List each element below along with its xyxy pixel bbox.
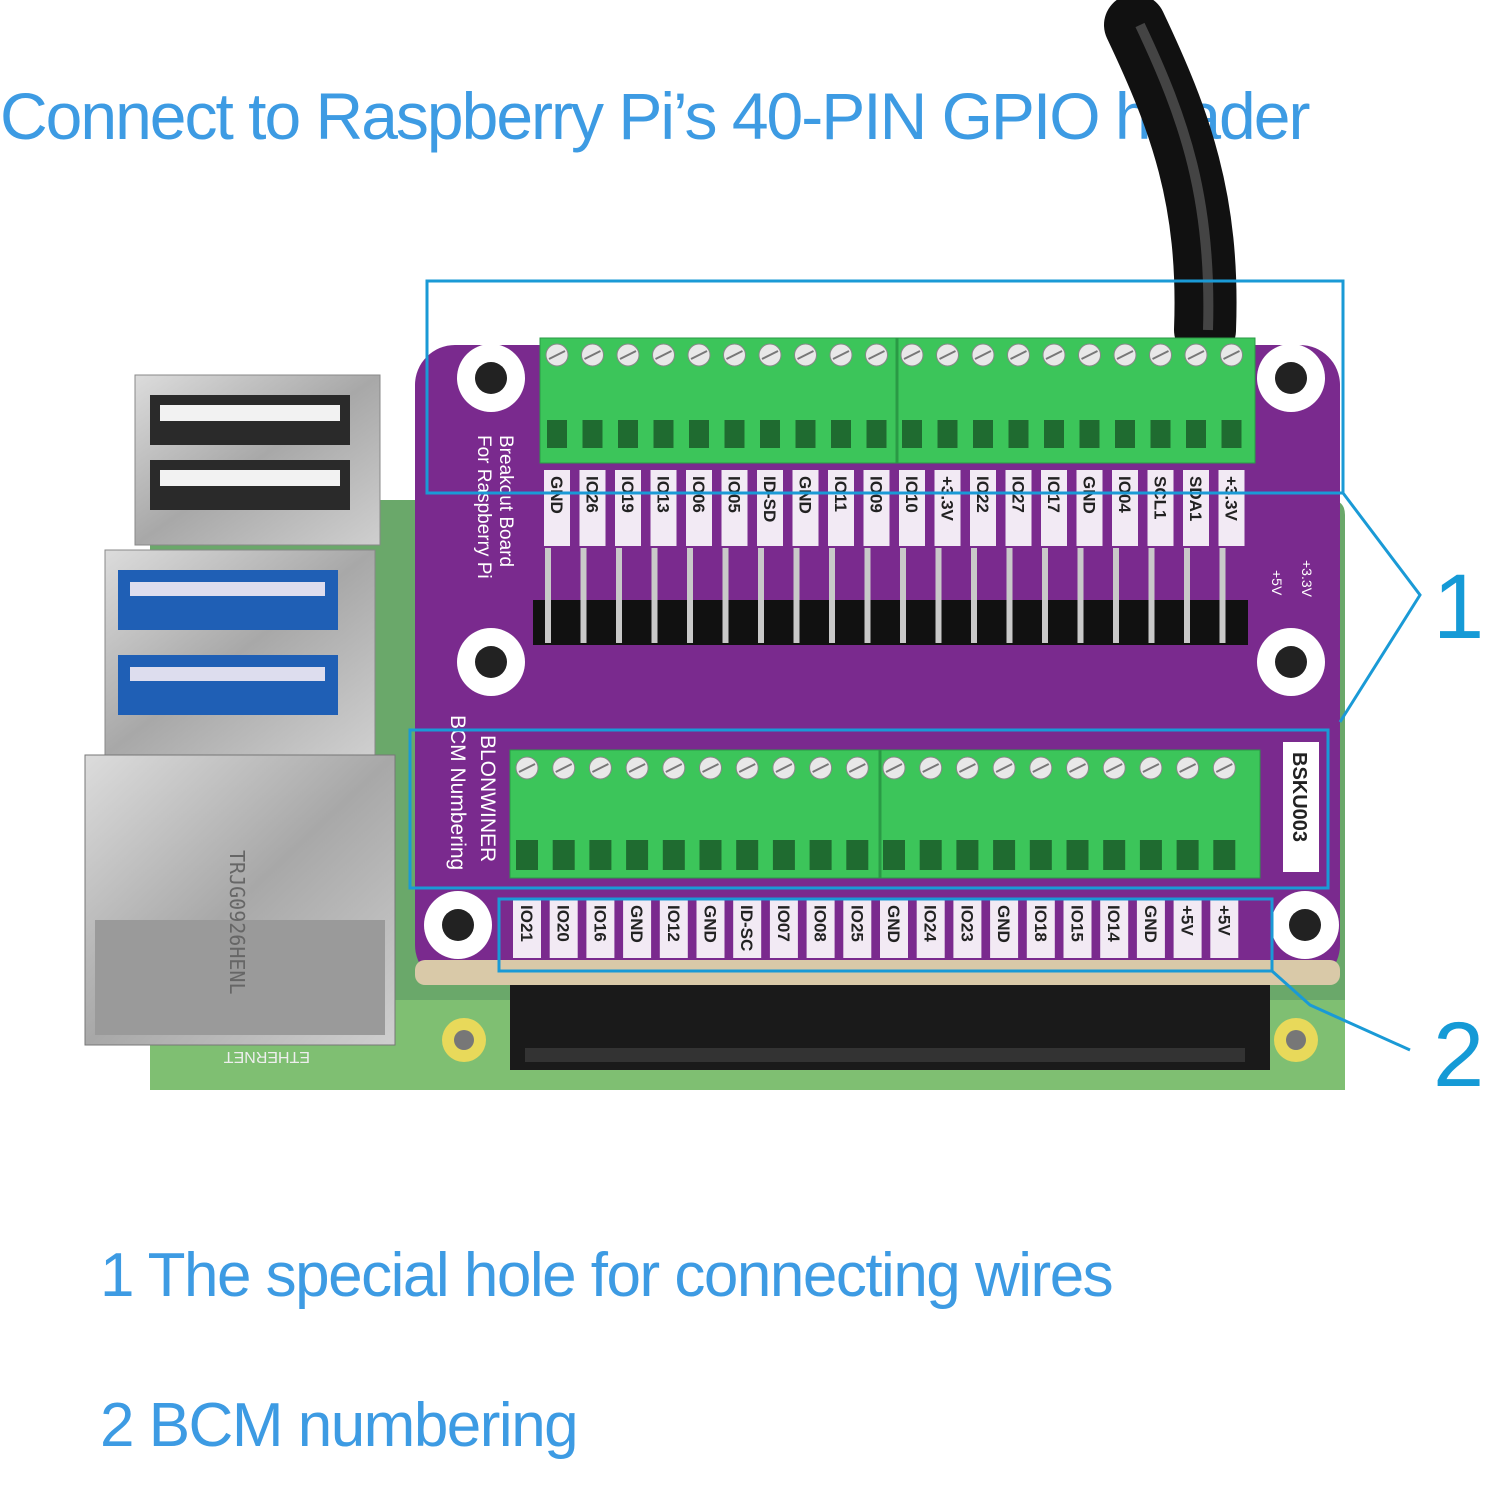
header-pin	[651, 548, 658, 643]
header-pin	[1113, 548, 1119, 643]
header-pin	[1219, 548, 1226, 643]
bottom-pin-label: GND	[627, 905, 646, 943]
header-pin	[864, 548, 871, 643]
callout-box-2	[408, 728, 1411, 1052]
header-pin	[829, 548, 835, 643]
callout-box-1	[425, 279, 1422, 723]
brand-label: BLONWINER	[476, 735, 499, 862]
numbering-label: BCM Numbering	[446, 715, 469, 870]
terminal-block-upper	[539, 337, 1256, 464]
header-pin	[1184, 548, 1190, 643]
header-pin	[1077, 548, 1084, 643]
usb-port-upper	[134, 374, 381, 546]
header-pin	[1148, 548, 1155, 643]
top-pin-label: IO04	[1115, 476, 1134, 513]
top-pin-label: SDA1	[1186, 476, 1205, 521]
header-pin	[900, 548, 906, 643]
bottom-pin-label: IO14	[1104, 905, 1123, 942]
bottom-pin-label: +5V	[1214, 905, 1233, 936]
top-pin-label: SCL1	[1151, 476, 1170, 519]
power-label-5v: +5V	[1269, 570, 1285, 596]
header-pin	[793, 548, 800, 643]
header-pin	[758, 548, 764, 643]
bottom-pin-label: IO23	[957, 905, 976, 942]
bottom-pin-label: IO16	[590, 905, 609, 942]
header-pin	[1006, 548, 1013, 643]
bottom-pin-label: IO07	[774, 905, 793, 942]
bottom-pin-label: IO08	[811, 905, 830, 942]
bottom-pin-label: GND	[994, 905, 1013, 943]
header-pin	[971, 548, 977, 643]
header-pin	[616, 548, 622, 643]
board-title-2: For Raspberry Pi	[473, 435, 494, 579]
callout-number-2: 2	[1433, 1004, 1485, 1106]
bottom-pin-label: +5V	[1178, 905, 1197, 936]
header-pin	[935, 548, 942, 643]
headline: Connect to Raspberry Pi’s 40-PIN GPIO he…	[0, 79, 1310, 153]
bottom-pin-label: IO15	[1068, 905, 1087, 942]
caption-2: 2 BCM numbering	[100, 1391, 579, 1460]
header-pin	[687, 548, 693, 643]
bottom-pin-label: IO20	[554, 905, 573, 942]
top-pin-label: +3.3V	[938, 476, 957, 522]
svg-text:TRJG0926HENL: TRJG0926HENL	[225, 850, 249, 995]
pi-silkscreen: ETHERNET	[224, 1048, 310, 1065]
bottom-pin-label: IO25	[847, 905, 866, 942]
board-title-1: Breakout Board	[495, 435, 516, 567]
bottom-pin-label: GND	[1141, 905, 1160, 943]
header-pin	[545, 548, 551, 643]
power-label-3v3: +3.3V	[1299, 560, 1315, 598]
bottom-pin-label: IO24	[921, 905, 940, 942]
callout-number-1: 1	[1433, 556, 1485, 658]
bottom-pin-label: ID-SC	[737, 905, 756, 951]
top-pin-label: ID-SD	[760, 476, 779, 522]
bottom-pin-label: IO18	[1031, 905, 1050, 942]
terminal-block-lower	[509, 749, 1261, 879]
top-pin-label: GND	[1080, 476, 1099, 514]
bottom-pin-label: IO12	[664, 905, 683, 942]
header-pin	[1042, 548, 1048, 643]
ethernet-jack: TRJG0926HENL	[84, 754, 396, 1046]
top-pin-label: GND	[547, 476, 566, 514]
header-pin	[722, 548, 729, 643]
caption-1: 1 The special hole for connecting wires	[100, 1241, 1114, 1310]
bottom-pin-label: GND	[884, 905, 903, 943]
header-pin	[580, 548, 587, 643]
bottom-pin-label: GND	[701, 905, 720, 943]
usb-port-lower	[104, 549, 376, 756]
top-pin-label: GND	[796, 476, 815, 514]
top-pin-label: +3.3V	[1222, 476, 1241, 522]
bottom-pin-label: IO21	[517, 905, 536, 942]
model-label: BSKU003	[1288, 752, 1310, 842]
